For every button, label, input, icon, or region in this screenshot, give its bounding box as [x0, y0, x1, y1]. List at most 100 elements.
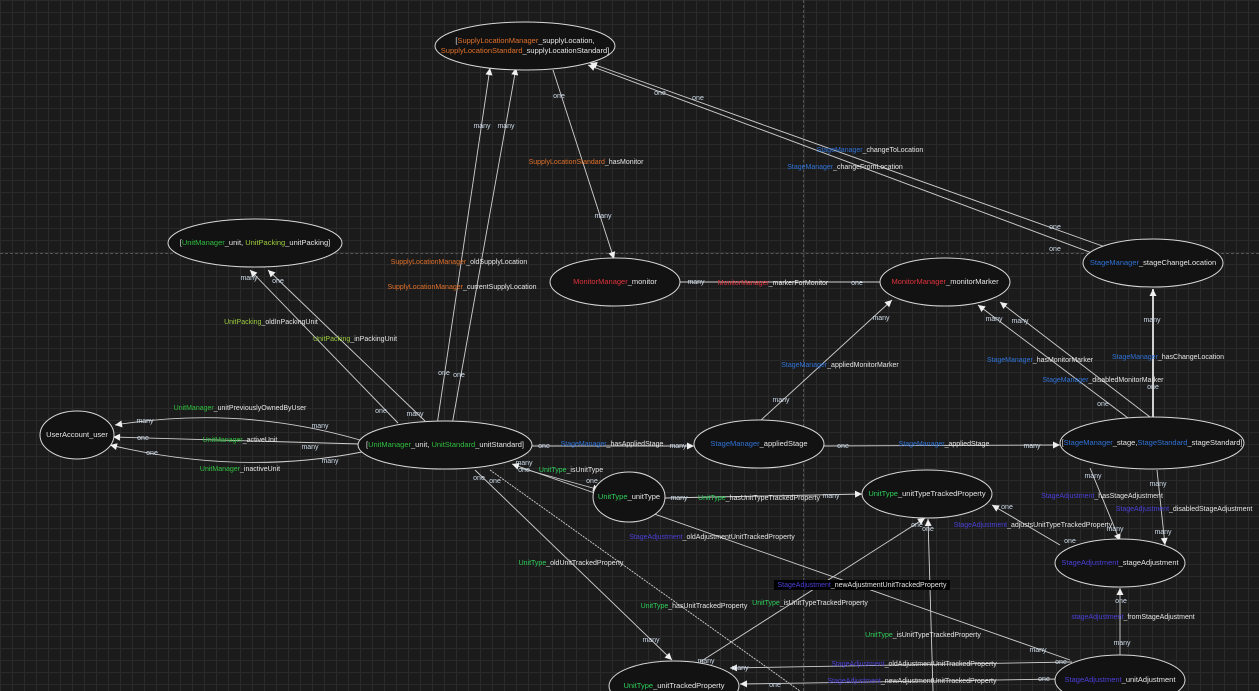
- entity-label: StageManager_appliedStage: [710, 439, 807, 448]
- entity-ellipse[interactable]: [693, 419, 825, 469]
- entity-node-unitAdjustment[interactable]: StageAdjustment_unitAdjustment: [1054, 654, 1186, 691]
- relationship-edge[interactable]: [1116, 588, 1124, 655]
- relationship-edge[interactable]: [489, 469, 801, 691]
- relationship-edge[interactable]: [1156, 469, 1168, 546]
- entity-ellipse[interactable]: [1082, 238, 1224, 288]
- relationship-edge[interactable]: [436, 67, 493, 426]
- edge-label-text: StageManager_appliedMonitorMarker: [781, 362, 899, 369]
- relationship-edge[interactable]: [759, 299, 893, 422]
- edge-line[interactable]: [109, 444, 363, 463]
- from-cardinality: many: [687, 279, 705, 286]
- relationship-edge[interactable]: [977, 304, 1129, 419]
- label-part: UserAccount_user: [46, 430, 108, 439]
- relationship-edge[interactable]: [991, 504, 1061, 546]
- entity-node-unitStandard[interactable]: [UnitManager_unit, UnitStandard_unitStan…: [357, 420, 533, 470]
- edge-line[interactable]: [759, 299, 893, 422]
- edge-line[interactable]: [436, 67, 491, 426]
- to-cardinality: many: [136, 418, 154, 425]
- arrowhead-icon: [730, 664, 738, 672]
- entity-ellipse[interactable]: [592, 471, 666, 523]
- edge-line[interactable]: [249, 269, 399, 424]
- relationship-edge[interactable]: [823, 441, 1061, 449]
- edge-line[interactable]: [587, 64, 1101, 257]
- entity-ellipse[interactable]: [1059, 416, 1245, 470]
- relationship-edge[interactable]: [924, 518, 934, 691]
- edge-line[interactable]: [739, 678, 1061, 685]
- relationship-edge[interactable]: [112, 433, 361, 445]
- entity-ellipse[interactable]: [608, 660, 740, 691]
- entity-node-monitor[interactable]: MonitorManager_monitor: [549, 257, 681, 307]
- edge-label-text: SupplyLocationManager_oldSupplyLocation: [391, 259, 528, 266]
- entity-node-supplyLocation[interactable]: [SupplyLocationManager_supplyLocation,Su…: [434, 21, 616, 71]
- to-cardinality: one: [1001, 504, 1013, 511]
- entity-node-unitType[interactable]: UnitType_unitType: [592, 471, 666, 523]
- edge-line[interactable]: [474, 469, 673, 661]
- to-cardinality: many: [872, 315, 890, 322]
- entity-node-userAccount[interactable]: UserAccount_user: [39, 410, 115, 460]
- entity-ellipse[interactable]: [879, 257, 1011, 307]
- entity-ellipse[interactable]: [357, 420, 533, 470]
- edge-line[interactable]: [489, 469, 801, 691]
- relationship-edge[interactable]: [114, 417, 361, 441]
- edge-line[interactable]: [729, 661, 1073, 669]
- edge-label: StageAdjustment_newAdjustmentUnitTracked…: [828, 678, 997, 685]
- relationship-edge[interactable]: [249, 269, 399, 424]
- edge-line[interactable]: [552, 69, 615, 260]
- edge-label: UnitManager_activeUnit: [203, 437, 278, 444]
- to-cardinality: many: [642, 637, 660, 644]
- edge-line[interactable]: [1089, 467, 1121, 542]
- edge-line[interactable]: [999, 301, 1151, 418]
- relationship-edge[interactable]: [729, 661, 1073, 672]
- edge-line[interactable]: [1156, 469, 1166, 546]
- edge-line[interactable]: [267, 269, 426, 422]
- relationship-edge[interactable]: [532, 442, 694, 450]
- edge-line[interactable]: [114, 417, 361, 441]
- entity-ellipse[interactable]: [549, 257, 681, 307]
- entity-node-stage[interactable]: [StageManager_stage,StageStandard_stageS…: [1059, 416, 1245, 470]
- from-cardinality: many: [1029, 647, 1047, 654]
- relationship-edge[interactable]: [109, 443, 363, 463]
- edge-line[interactable]: [823, 444, 1061, 447]
- entity-node-unitPacking[interactable]: [UnitManager_unit, UnitPacking_unitPacki…: [167, 218, 343, 268]
- edge-line[interactable]: [664, 493, 863, 499]
- relationship-edge[interactable]: [267, 269, 426, 422]
- edge-line[interactable]: [589, 62, 1109, 249]
- edge-line[interactable]: [112, 436, 361, 445]
- edge-line[interactable]: [991, 504, 1061, 546]
- entity-node-monitorMarker[interactable]: MonitorManager_monitorMarker: [879, 257, 1011, 307]
- relationship-edge[interactable]: [474, 469, 673, 661]
- edge-line[interactable]: [451, 67, 517, 426]
- relationship-edge[interactable]: [999, 301, 1151, 418]
- entity-node-unitTrackedProperty[interactable]: UnitType_unitTrackedProperty: [608, 660, 740, 691]
- to-cardinality: many: [473, 123, 491, 130]
- label-part: _isUnitTypeTrackedProperty: [892, 632, 982, 639]
- from-cardinality: one: [1147, 384, 1159, 391]
- edge-label: StageManager_hasAppliedStage: [561, 441, 664, 448]
- label-part: UnitManager: [203, 437, 244, 444]
- entity-ellipse[interactable]: [39, 410, 115, 460]
- entity-ellipse[interactable]: [861, 469, 993, 519]
- entity-node-appliedStage[interactable]: StageManager_appliedStage: [693, 419, 825, 469]
- edge-label: UnitPacking_inPackingUnit: [313, 336, 397, 343]
- edge-line[interactable]: [927, 518, 934, 691]
- entity-ellipse[interactable]: [1054, 654, 1186, 691]
- relationship-edge[interactable]: [552, 69, 616, 260]
- relationship-edge[interactable]: [1149, 289, 1157, 417]
- edge-label-text: UnitType_hasUnitTrackedProperty: [641, 603, 748, 610]
- edge-line[interactable]: [977, 304, 1129, 419]
- edge-label-text: UnitManager_inactiveUnit: [200, 466, 280, 473]
- relationship-edge[interactable]: [664, 490, 863, 499]
- entity-ellipse[interactable]: [434, 21, 616, 71]
- relationship-edge[interactable]: [587, 64, 1101, 257]
- label-part: UnitType: [865, 632, 893, 639]
- entity-node-stageChangeLocation[interactable]: StageManager_stageChangeLocation: [1082, 238, 1224, 288]
- label-part: _hasUnitTrackedProperty: [667, 603, 748, 610]
- relationship-edge[interactable]: [739, 678, 1061, 688]
- label-part: SupplyLocationManager: [457, 36, 538, 45]
- entity-node-unitTypeTrackedProperty[interactable]: UnitType_unitTypeTrackedProperty: [861, 469, 993, 519]
- entity-ellipse[interactable]: [167, 218, 343, 268]
- relationship-edge[interactable]: [589, 62, 1109, 249]
- entity-node-stageAdjustment[interactable]: StageAdjustment_stageAdjustment: [1054, 538, 1186, 588]
- entity-ellipse[interactable]: [1054, 538, 1186, 588]
